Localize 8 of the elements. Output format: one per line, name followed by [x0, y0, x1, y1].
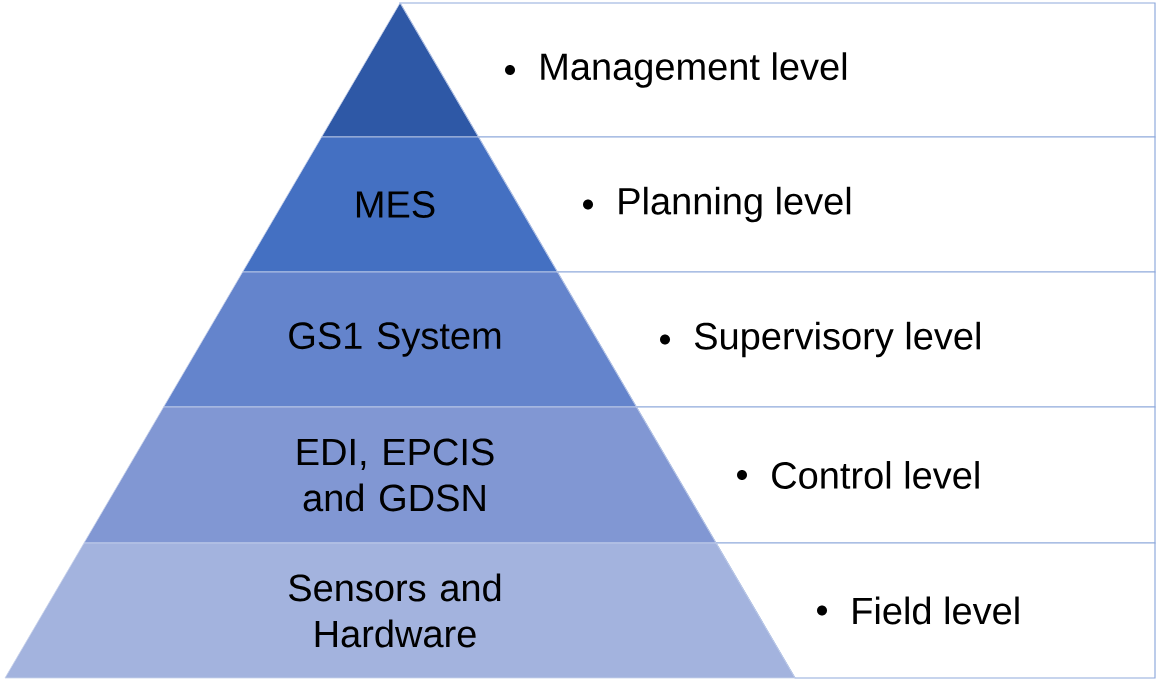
pyramid-layer: GS1 System — [163, 271, 637, 408]
pyramid-layer: EDI, EPCIS and GDSN — [83, 406, 717, 544]
pyramid-top — [321, 2, 479, 138]
level-box: Supervisory level — [556, 271, 1156, 408]
level-box: Control level — [635, 406, 1156, 544]
pyramid-layer: Sensors and Hardware — [4, 542, 796, 679]
pyramid-layer: MES — [242, 136, 558, 273]
level-box: Planning level — [477, 136, 1156, 273]
